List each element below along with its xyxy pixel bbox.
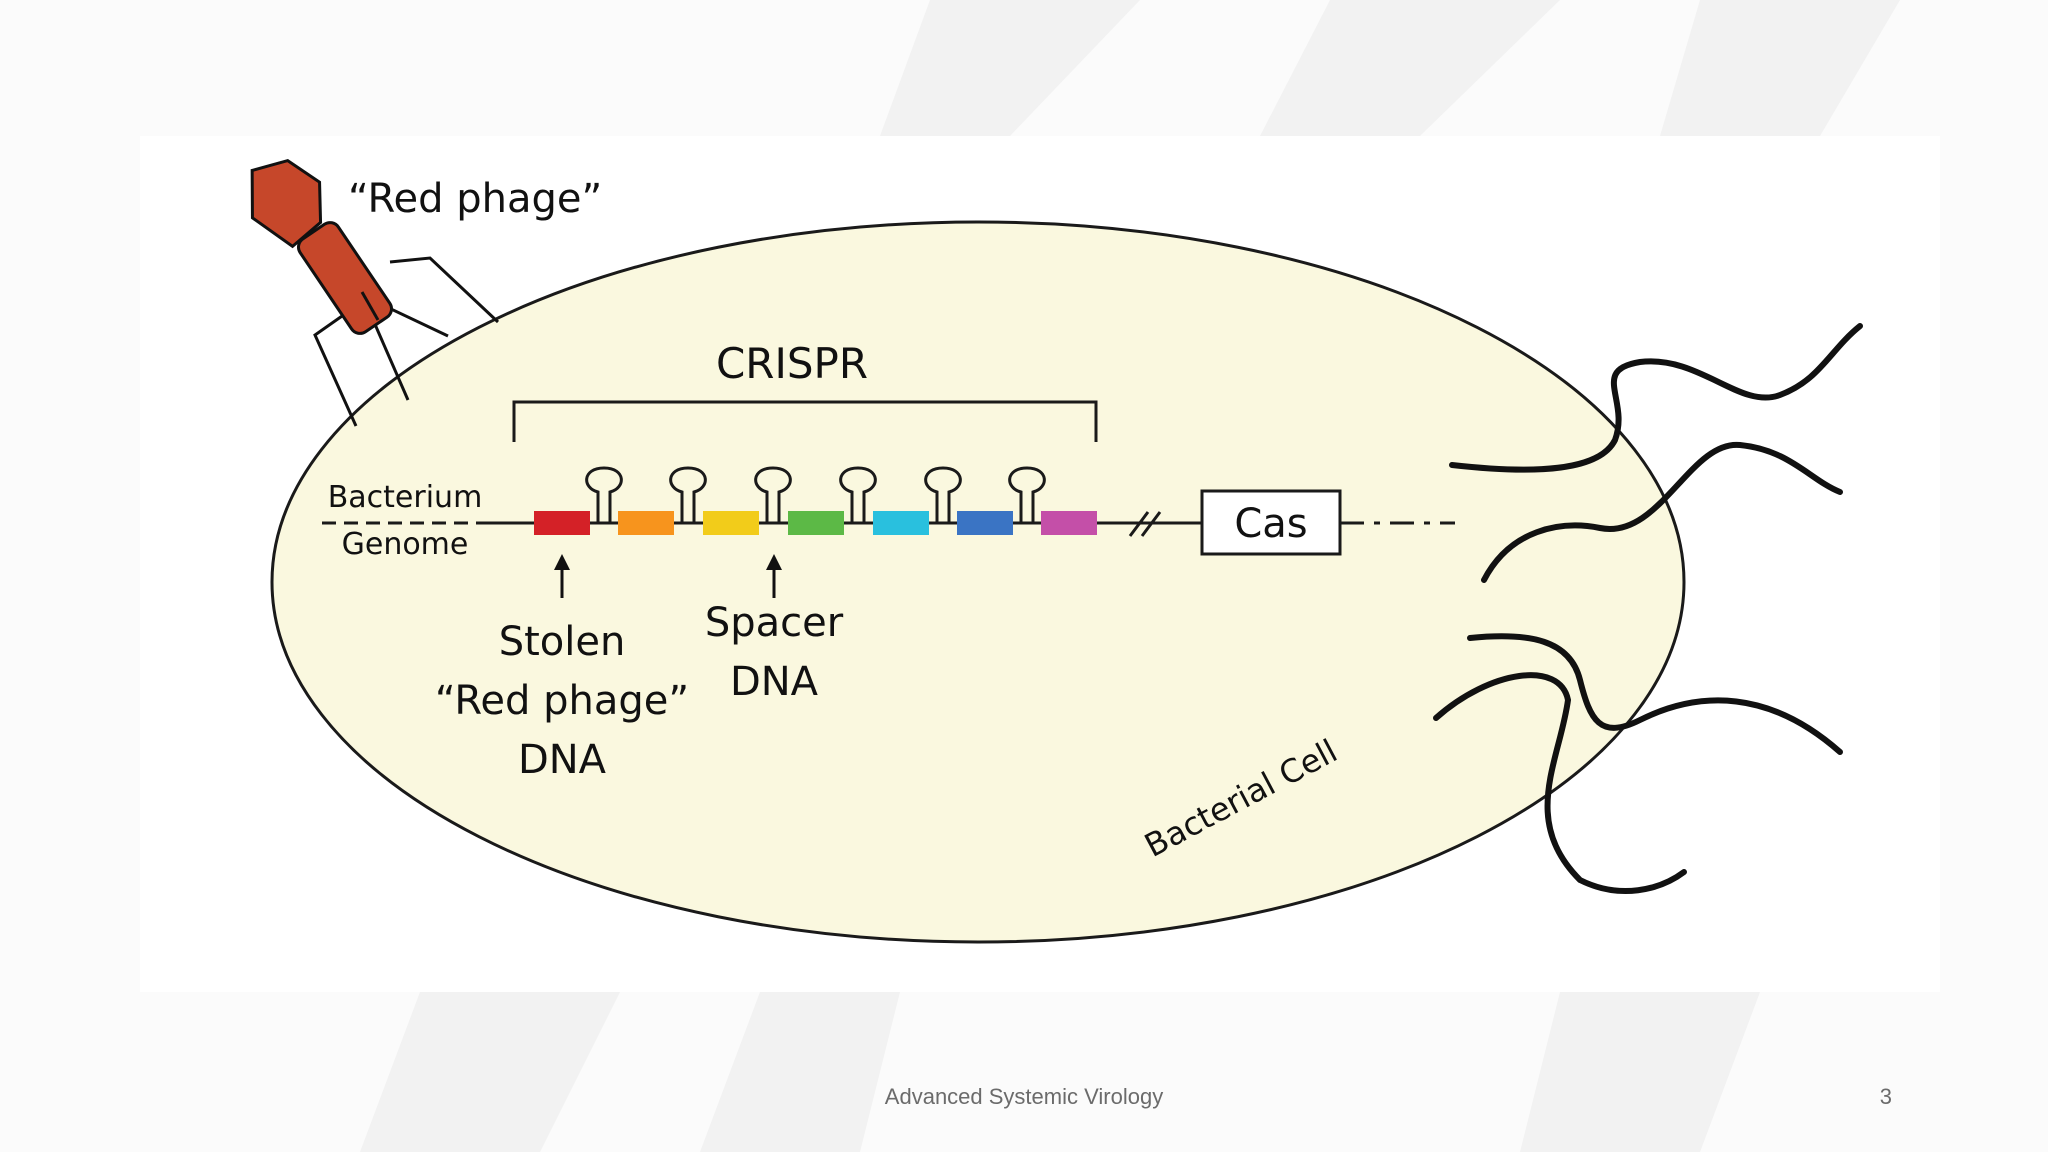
crispr-bracket bbox=[512, 400, 1098, 442]
stolen-label-line3: DNA bbox=[518, 737, 607, 783]
flagella bbox=[1433, 323, 1863, 894]
genome-label-line2: Genome bbox=[342, 527, 469, 562]
footer-title: Advanced Systemic Virology bbox=[884, 1084, 1164, 1109]
phage-icon bbox=[250, 158, 500, 427]
repeat-hairpins bbox=[585, 466, 1046, 523]
spacer-blue bbox=[957, 511, 1013, 535]
cas-label: Cas bbox=[1234, 501, 1307, 547]
spacer-label-line2: DNA bbox=[730, 659, 819, 705]
stolen-label-line2: “Red phage” bbox=[435, 678, 689, 724]
spacer-label-line1: Spacer bbox=[705, 600, 844, 646]
bacterial-cell bbox=[270, 220, 1686, 944]
crispr-label: CRISPR bbox=[716, 339, 868, 388]
stolen-label-line1: Stolen bbox=[499, 619, 626, 665]
arrows bbox=[554, 554, 782, 598]
spacer-red bbox=[534, 511, 590, 535]
spacer-cyan bbox=[873, 511, 929, 535]
spacer-orange bbox=[618, 511, 674, 535]
spacer-green bbox=[788, 511, 844, 535]
genome-label-line1: Bacterium bbox=[328, 480, 483, 515]
cas-box bbox=[1200, 489, 1342, 556]
phage-label: “Red phage” bbox=[348, 176, 602, 222]
spacer-yellow bbox=[703, 511, 759, 535]
spacer-magenta bbox=[1041, 511, 1097, 535]
page-number: 3 bbox=[1879, 1084, 1892, 1109]
break-mark bbox=[1128, 511, 1162, 537]
